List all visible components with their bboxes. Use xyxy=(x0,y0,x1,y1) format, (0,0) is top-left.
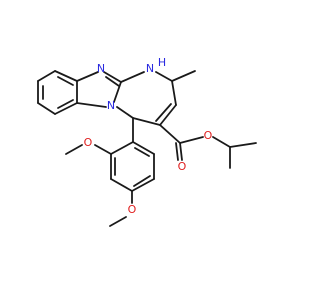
atom-o-methoxy-top: O xyxy=(84,136,93,149)
bond xyxy=(54,102,78,115)
bond xyxy=(94,144,112,155)
bond xyxy=(37,70,56,82)
molecule-structure: N N H N O O O O xyxy=(37,56,257,227)
bond xyxy=(212,136,231,148)
pyrimidine-ring xyxy=(116,71,177,126)
bond xyxy=(131,178,155,192)
bond xyxy=(179,136,204,144)
atom-n-ring: N xyxy=(107,99,115,112)
methyl-bond xyxy=(171,70,196,82)
bond-double xyxy=(175,142,179,161)
bond xyxy=(132,117,161,126)
atom-nh: N xyxy=(146,62,154,75)
imidazole-ring xyxy=(76,71,122,108)
atom-o-methoxy-bottom: O xyxy=(128,203,137,216)
bond xyxy=(116,106,134,119)
methoxy-top xyxy=(65,144,112,155)
bond xyxy=(113,81,122,103)
atom-o-carbonyl: O xyxy=(178,160,187,173)
bond xyxy=(76,71,99,82)
bond-double xyxy=(57,76,74,86)
bond-double xyxy=(155,103,172,122)
atom-nh-h: H xyxy=(158,56,166,69)
bond xyxy=(171,80,177,106)
bond xyxy=(65,144,83,155)
bond xyxy=(159,104,177,126)
bond xyxy=(132,141,155,155)
methoxy-bottom xyxy=(109,190,133,227)
atom-o-ester: O xyxy=(204,129,213,142)
bond-double xyxy=(57,99,74,109)
bond xyxy=(37,102,56,115)
bond xyxy=(109,216,127,227)
molecule-canvas: N N H N O O O O xyxy=(37,56,257,227)
bond xyxy=(120,71,145,83)
bond-double xyxy=(133,175,151,187)
bond xyxy=(155,71,173,82)
bond xyxy=(229,142,257,148)
dimethoxyphenyl-ring xyxy=(110,117,155,192)
bond xyxy=(76,102,107,108)
bond xyxy=(159,124,181,144)
isopropyl-ester xyxy=(159,124,257,169)
bond xyxy=(110,141,134,155)
bond xyxy=(110,178,133,192)
bond xyxy=(179,142,183,161)
bond xyxy=(103,71,122,83)
atom-n-top: N xyxy=(97,62,105,75)
benzene-ring xyxy=(37,70,78,115)
bond xyxy=(54,70,78,82)
bond-double xyxy=(105,76,120,87)
bond-double xyxy=(134,147,150,157)
